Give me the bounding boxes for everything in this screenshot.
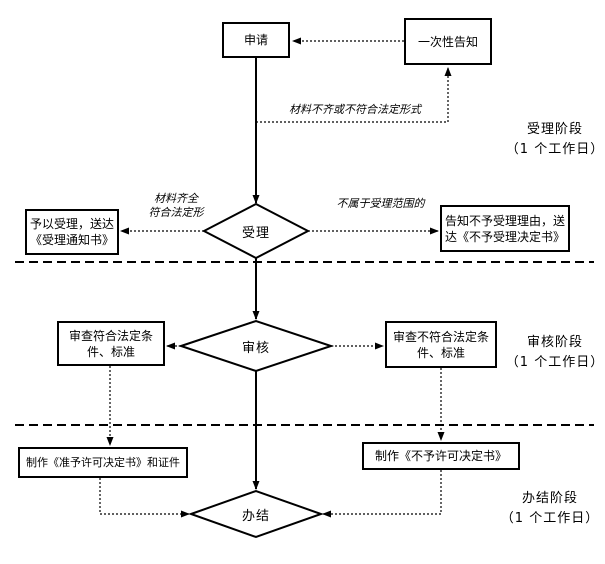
accept-notice-node: 予以受理，送达《受理通知书》 xyxy=(25,209,119,255)
edge-make-denial-to-complete xyxy=(322,470,442,518)
stage-accept-duration: （1 个工作日） xyxy=(505,142,605,157)
review-fail-node: 审查不符合法定条件、标准 xyxy=(385,321,497,368)
accept-notice-label: 予以受理，送达《受理通知书》 xyxy=(30,217,115,247)
reject-notice-label: 告知不予受理理由，送达《不予受理决定书》 xyxy=(445,213,566,244)
accept-decision-label: 受理 xyxy=(241,225,270,241)
apply-node: 申请 xyxy=(222,22,290,58)
edge-make-permit-to-complete xyxy=(99,478,190,518)
one-time-notice-node: 一次性告知 xyxy=(404,18,492,65)
complete-decision-label: 办结 xyxy=(241,508,270,524)
edge-label-materials-ok: 材料齐全 符合法定形 xyxy=(148,192,204,219)
edge-label-materials-incomplete: 材料不齐或不符合法定形式 xyxy=(289,103,421,116)
edge-label-out-of-scope: 不属于受理范围的 xyxy=(336,197,425,210)
make-denial-label: 制作《不予许可决定书》 xyxy=(374,449,507,463)
stage-label-review: 审核阶段 （1 个工作日） xyxy=(505,333,605,373)
make-denial-node: 制作《不予许可决定书》 xyxy=(362,442,520,470)
reject-notice-node: 告知不予受理理由，送达《不予受理决定书》 xyxy=(440,205,570,252)
make-permit-node: 制作《准予许可决定书》和证件 xyxy=(18,447,188,478)
review-pass-node: 审查符合法定条件、标准 xyxy=(57,321,165,366)
review-pass-label: 审查符合法定条件、标准 xyxy=(68,328,153,359)
complete-diamond-shape xyxy=(188,489,324,539)
review-fail-label: 审查不符合法定条件、标准 xyxy=(392,329,489,360)
apply-node-label: 申请 xyxy=(243,33,268,47)
review-diamond-shape xyxy=(177,319,335,373)
stage-review-name: 审核阶段 xyxy=(526,335,583,350)
review-decision-label: 审核 xyxy=(241,340,270,356)
stage-label-accept: 受理阶段 （1 个工作日） xyxy=(505,120,605,160)
edge-incomplete-to-notice xyxy=(256,67,452,123)
stage-accept-name: 受理阶段 xyxy=(526,122,583,137)
stage-review-duration: （1 个工作日） xyxy=(505,355,605,370)
accept-diamond-shape xyxy=(201,202,311,260)
one-time-notice-label: 一次性告知 xyxy=(417,34,478,49)
stage-label-complete: 办结阶段 （1 个工作日） xyxy=(500,489,600,529)
stage-complete-duration: （1 个工作日） xyxy=(500,511,600,526)
stage-complete-name: 办结阶段 xyxy=(521,491,578,506)
make-permit-label: 制作《准予许可决定书》和证件 xyxy=(26,455,180,469)
